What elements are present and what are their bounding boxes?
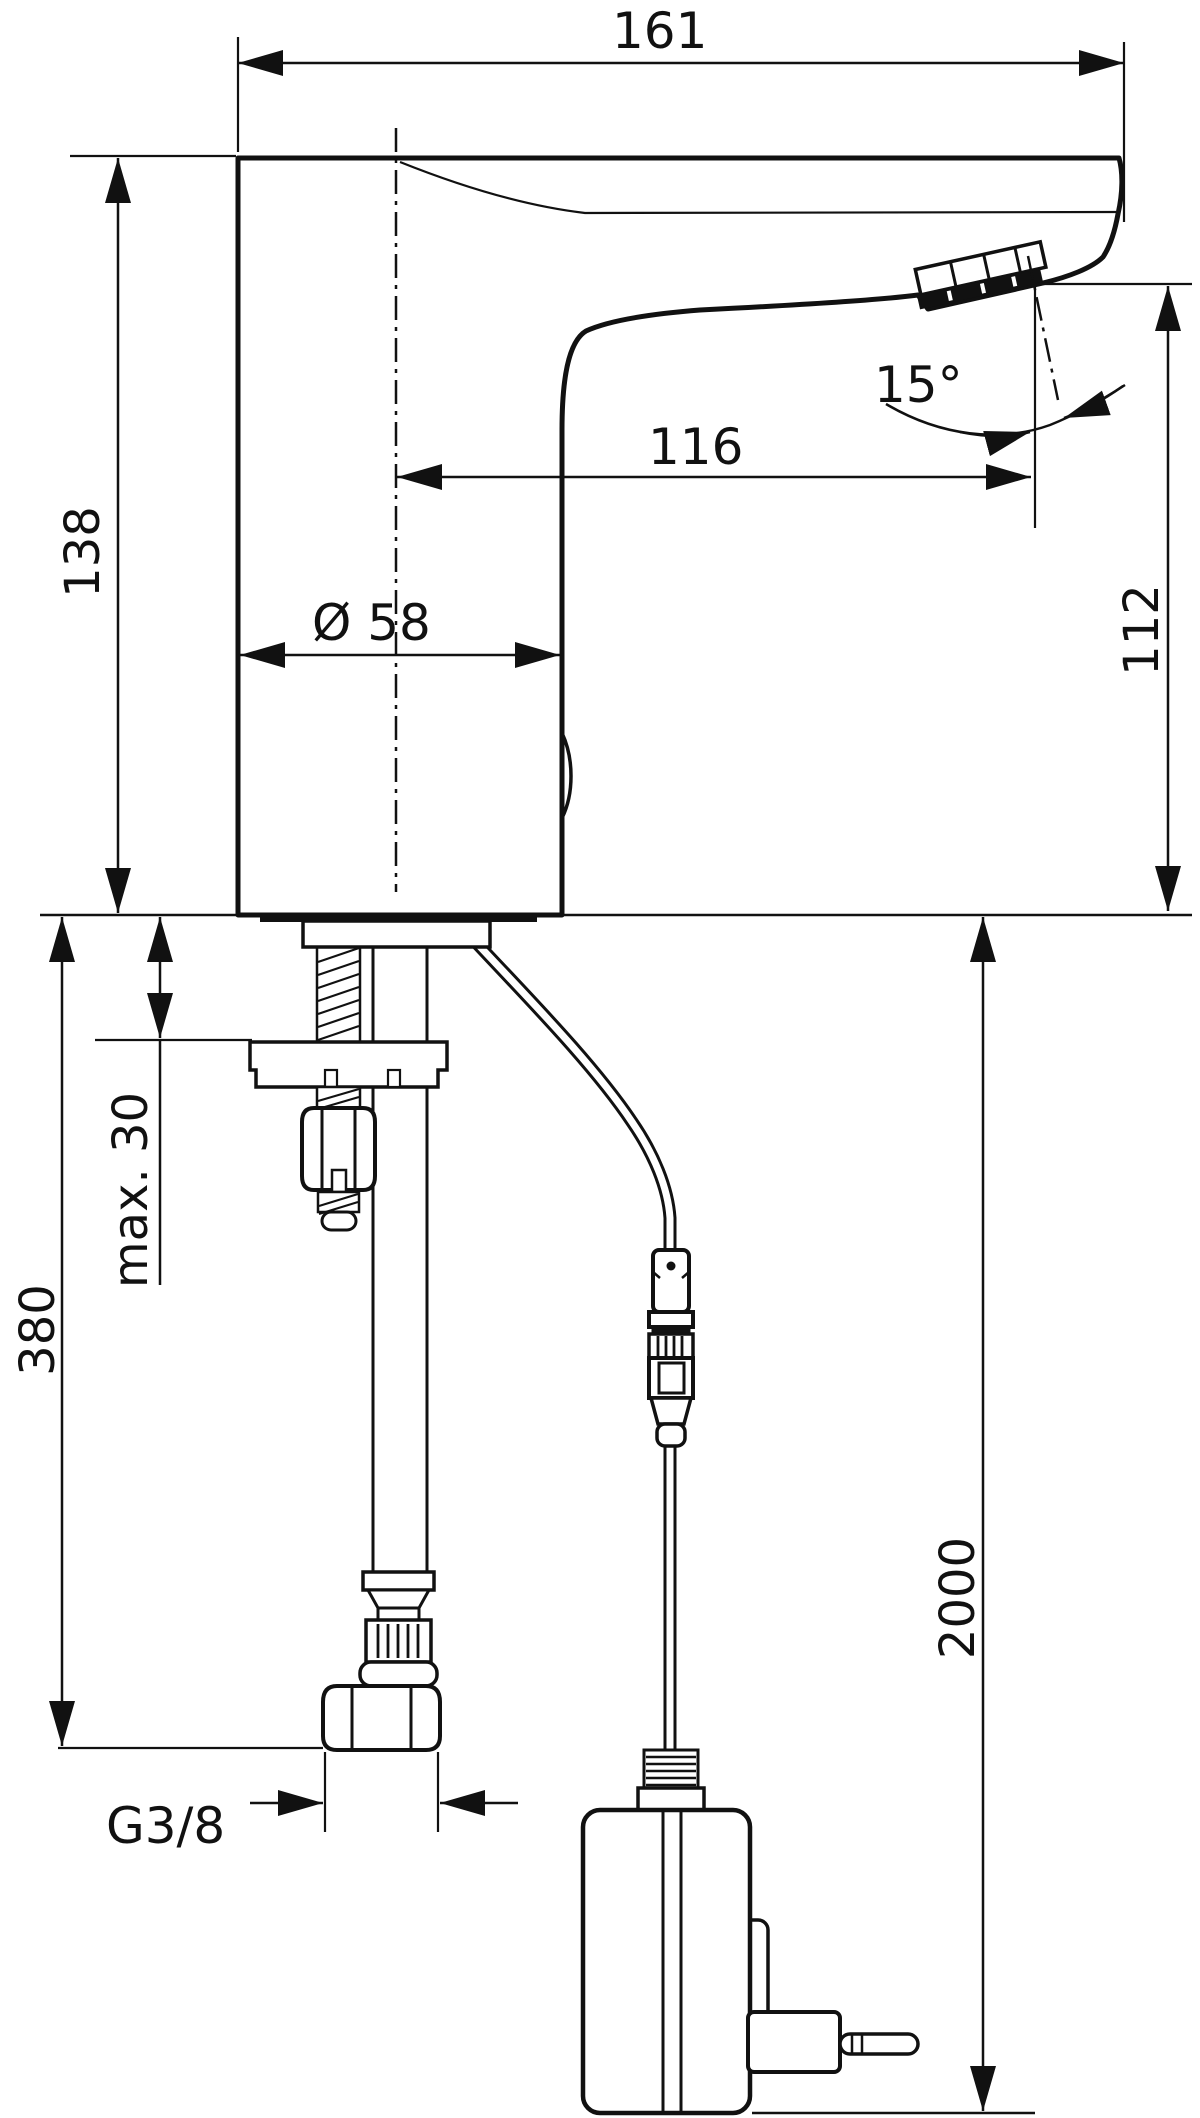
mounting-hardware	[248, 919, 492, 1572]
dim-label-max30: max. 30	[103, 1092, 159, 1288]
dim-label-161: 161	[612, 2, 707, 60]
dim-width-overall: 161	[236, 2, 1126, 222]
power-supply-unit	[580, 1748, 1035, 2116]
dim-deck-thickness: max. 30	[95, 917, 252, 1288]
dim-outlet-angle: 15°	[874, 255, 1126, 457]
dim-body-diameter: Ø 58	[240, 594, 560, 668]
dim-label-g38: G3/8	[106, 1797, 225, 1855]
sensor-cable	[467, 933, 677, 1756]
dim-label-diameter: Ø 58	[312, 594, 431, 652]
dim-outlet-height: 112	[1037, 282, 1192, 911]
aerator	[913, 239, 1048, 310]
base-band	[260, 913, 537, 922]
cable-connector	[647, 1248, 695, 1448]
dim-label-2000: 2000	[930, 1537, 986, 1659]
sensor-window	[560, 732, 573, 819]
supply-hose-fitting	[321, 1570, 442, 1752]
faucet-body	[235, 128, 1125, 922]
dim-label-116: 116	[648, 418, 743, 476]
faucet-outline	[235, 155, 1125, 918]
dim-supply-thread: G3/8	[106, 1752, 518, 1855]
dim-hose-length: 380	[10, 917, 323, 1750]
dim-label-angle: 15°	[874, 356, 963, 414]
dim-cable-length: 2000	[930, 917, 996, 2111]
dim-label-380: 380	[10, 1284, 66, 1376]
dim-label-138: 138	[55, 506, 111, 598]
dim-spout-reach: 116	[397, 287, 1037, 528]
dim-body-height: 138	[55, 154, 236, 913]
dim-label-112: 112	[1114, 584, 1170, 676]
